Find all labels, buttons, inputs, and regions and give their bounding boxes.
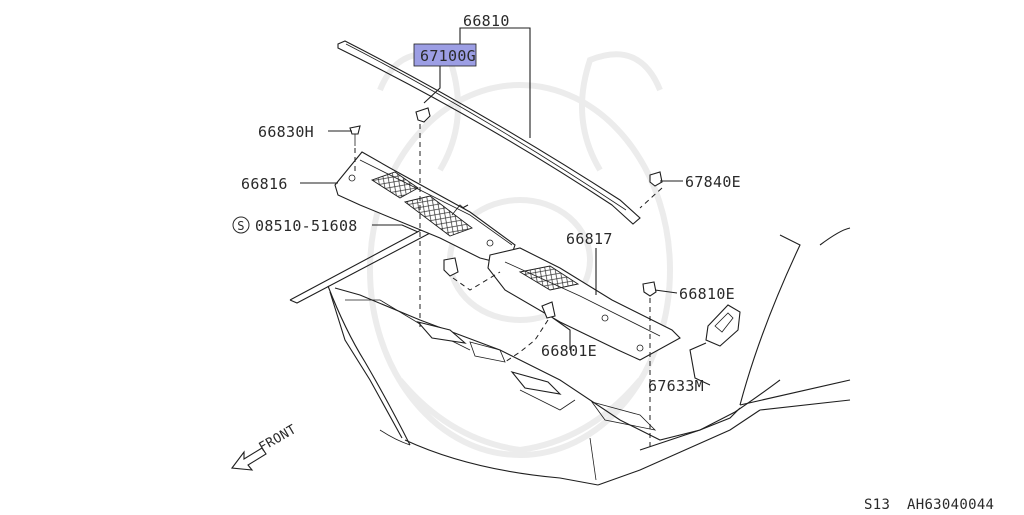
callout-67633M[interactable]: 67633M: [648, 377, 704, 395]
standard-part-symbol-letter: S: [237, 219, 245, 233]
fasteners: [349, 107, 663, 319]
leader-lines: [300, 27, 711, 386]
windshield-molding-66810: [337, 40, 641, 225]
callout-66830H[interactable]: 66830H: [258, 123, 314, 141]
seal-67633M: [705, 304, 741, 347]
cowl-panel-66817: [487, 247, 681, 361]
callout-67100G[interactable]: 67100G: [420, 47, 476, 65]
callout-67840E[interactable]: 67840E: [685, 173, 741, 191]
front-indicator: FRONT: [230, 422, 300, 471]
callout-66817[interactable]: 66817: [566, 230, 613, 248]
vehicle-body: [289, 204, 851, 486]
callout-08510-51608-group[interactable]: S 08510-51608: [232, 216, 358, 235]
callout-08510-51608[interactable]: 08510-51608: [255, 217, 358, 235]
callout-66810E[interactable]: 66810E: [679, 285, 735, 303]
callout-highlight-67100G: [413, 43, 477, 67]
footer-model: S13: [864, 497, 890, 510]
front-arrow-icon: [230, 447, 267, 471]
callout-66801E[interactable]: 66801E: [541, 342, 597, 360]
callout-66816[interactable]: 66816: [241, 175, 288, 193]
standard-part-symbol-icon: [232, 216, 250, 234]
front-label: FRONT: [257, 422, 300, 455]
callout-66810[interactable]: 66810: [463, 12, 510, 30]
footer-ref-code: AH63040044: [907, 497, 994, 510]
assembly-lines: [354, 124, 663, 450]
